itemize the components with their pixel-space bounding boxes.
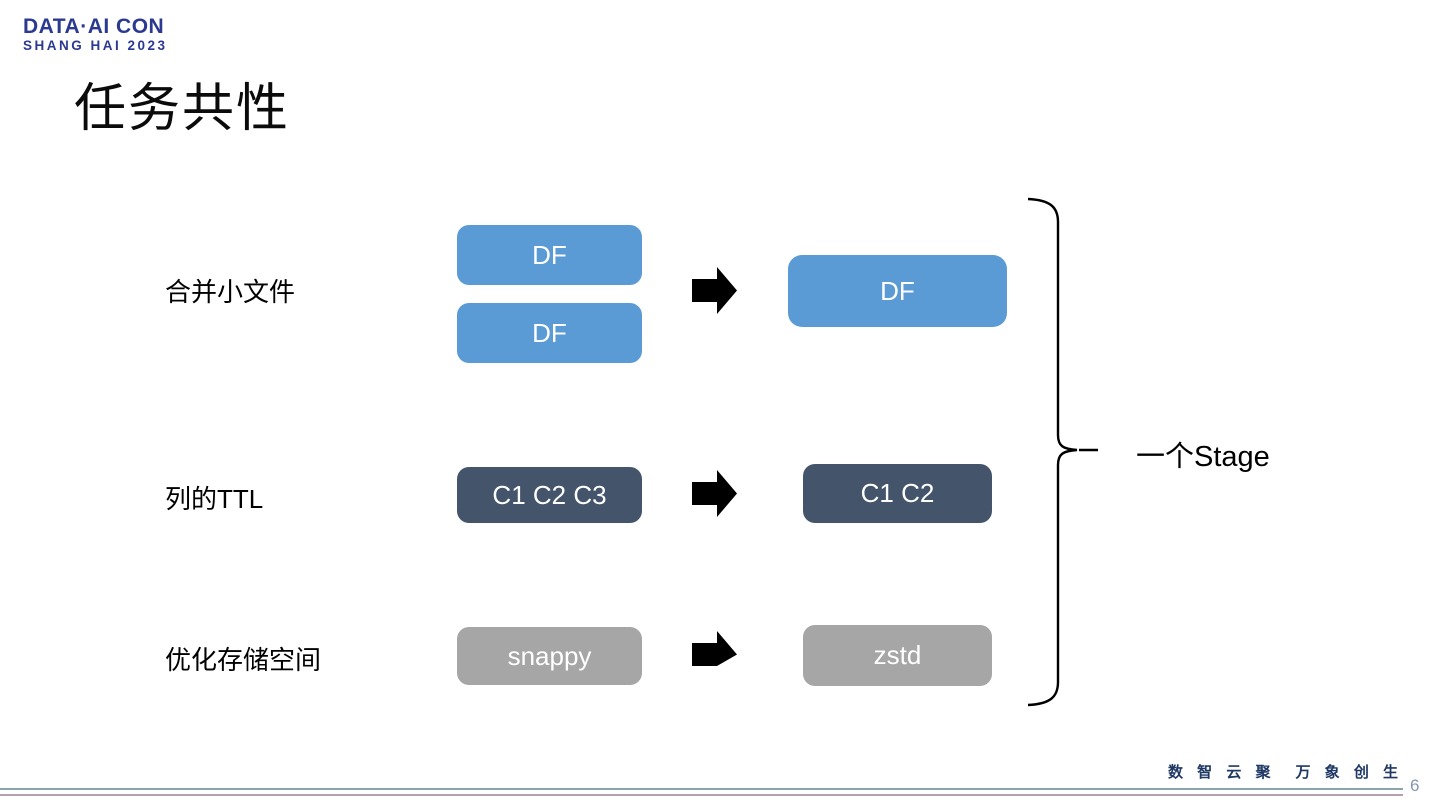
box-compression-result: zstd bbox=[803, 625, 992, 686]
box-df-source-2: DF bbox=[457, 303, 642, 363]
footer-divider-top bbox=[0, 788, 1403, 790]
box-df-source-1: DF bbox=[457, 225, 642, 285]
box-df-merged: DF bbox=[788, 255, 1007, 327]
page-number: 6 bbox=[1410, 776, 1420, 795]
right-arrow-icon bbox=[692, 631, 737, 678]
event-logo: DATA·AI CON SHANG HAI 2023 bbox=[23, 15, 168, 54]
box-compression-source: snappy bbox=[457, 627, 642, 685]
slide-title: 任务共性 bbox=[74, 80, 291, 138]
right-arrow-icon bbox=[692, 267, 737, 314]
right-arrow-icon bbox=[692, 470, 737, 517]
footer-divider-bottom bbox=[0, 794, 1403, 796]
brace-label-one-stage: 一个Stage bbox=[1136, 441, 1270, 473]
row-label-optimize-storage: 优化存储空间 bbox=[165, 645, 322, 675]
box-columns-source: C1 C2 C3 bbox=[457, 467, 642, 523]
row-label-column-ttl: 列的TTL bbox=[165, 484, 264, 514]
curly-brace bbox=[1027, 197, 1098, 707]
row-label-merge-small-files: 合并小文件 bbox=[165, 277, 296, 307]
footer-slogan: 数 智 云 聚 万 象 创 生 bbox=[1167, 764, 1403, 781]
event-logo-line2: SHANG HAI 2023 bbox=[23, 38, 168, 54]
box-columns-result: C1 C2 bbox=[803, 464, 992, 523]
event-logo-line1: DATA·AI CON bbox=[23, 15, 165, 38]
